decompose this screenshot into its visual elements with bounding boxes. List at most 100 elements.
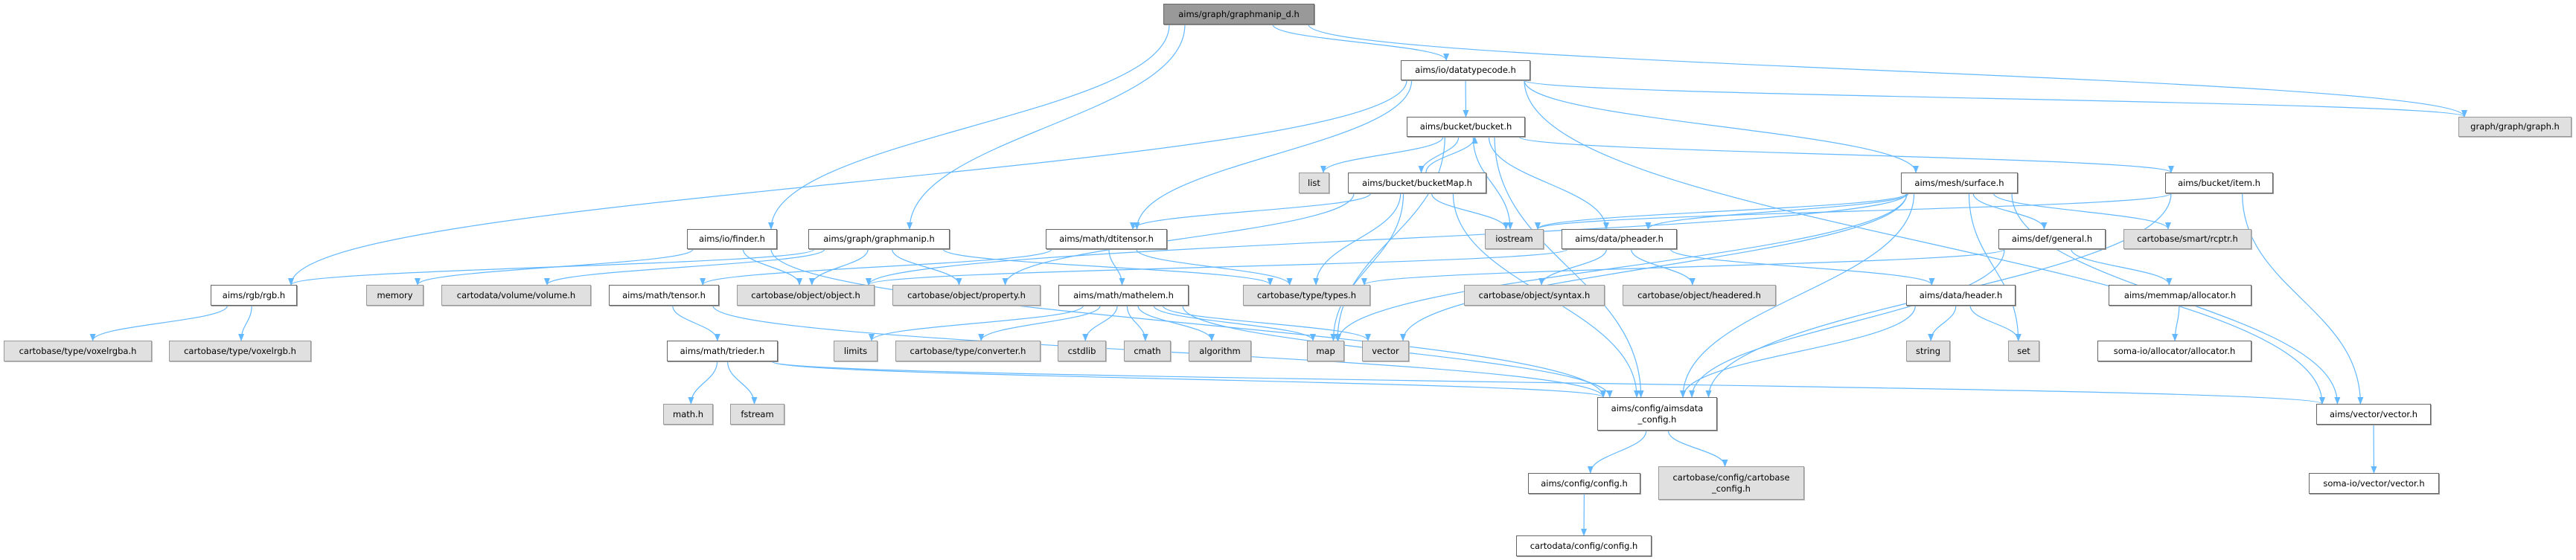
edge-trieder-to-vectorh: [771, 361, 2325, 405]
edge-bucketMap-to-property: [1002, 193, 1355, 286]
graph-node-rcptr: cartobase/smart/rcptr.h: [2123, 229, 2251, 249]
graph-node-item[interactable]: aims/bucket/item.h: [2165, 173, 2273, 193]
edge-bucketMap-to-dtitensor: [1130, 193, 1371, 230]
graph-node-voxelrgb: cartobase/type/voxelrgb.h: [169, 341, 311, 361]
edge-bucket-to-aimsdata_config: [1494, 136, 1644, 398]
edge-general-to-types: [1361, 248, 2005, 286]
graph-node-vectorh[interactable]: aims/vector/vector.h: [2316, 404, 2431, 425]
edge-datatypecode-to-vectorh: [1524, 80, 2325, 405]
edge-surface-to-aimsdata_config: [1680, 193, 1915, 398]
edge-datatypecode-to-graph: [1524, 80, 2467, 118]
graph-node-config[interactable]: aims/config/config.h: [1528, 473, 1640, 494]
graph-node-rgb[interactable]: aims/rgb/rgb.h: [211, 285, 297, 306]
edge-pheader-to-object: [866, 248, 1568, 286]
edge-general-to-allocator: [2071, 248, 2173, 286]
graph-node-datatypecode[interactable]: aims/io/datatypecode.h: [1401, 60, 1530, 80]
edge-mathelem-to-cmath: [1126, 305, 1148, 341]
edge-aimsdata_config-to-config: [1587, 430, 1647, 474]
graph-node-mathelem[interactable]: aims/math/mathelem.h: [1058, 285, 1189, 306]
graph-node-cartodata_config[interactable]: cartodata/config/config.h: [1516, 535, 1652, 556]
graph-node-tensor[interactable]: aims/math/tensor.h: [609, 285, 719, 306]
graph-node-cstdlib: cstdlib: [1058, 341, 1106, 361]
edge-surface-to-general: [1972, 193, 2048, 230]
edge-graphmanip-to-rgb: [288, 248, 815, 286]
edge-rgb-to-voxelrgb: [238, 305, 252, 341]
graph-node-somaalloc[interactable]: soma-io/allocator/allocator.h: [2097, 341, 2251, 361]
edge-dtitensor-to-mathelem: [1108, 248, 1125, 286]
edge-graphmanip-to-volume: [544, 248, 825, 286]
graph-node-string: string: [1906, 341, 1950, 361]
graph-node-graphmanip[interactable]: aims/graph/graphmanip.h: [808, 229, 950, 249]
graph-node-converter: cartobase/type/converter.h: [895, 341, 1041, 361]
edge-surface-to-object: [866, 193, 1908, 286]
graph-node-trieder[interactable]: aims/math/trieder.h: [667, 341, 778, 361]
edge-trieder-to-mathh: [688, 361, 718, 405]
edge-pheader-to-syntax: [1538, 248, 1607, 286]
graph-node-memory: memory: [366, 285, 424, 306]
graph-node-graph: graph/graph/graph.h: [2458, 117, 2572, 137]
edge-mathelem-to-converter: [978, 305, 1101, 341]
edge-item-to-iostream: [1535, 193, 2172, 230]
graph-node-cmath: cmath: [1124, 341, 1171, 361]
edge-pheader-to-headered: [1631, 248, 1696, 286]
edge-pheader-to-header: [1669, 248, 1935, 286]
edge-bucketMap-to-bucket: [1425, 136, 1478, 173]
graph-node-aimsdata_config[interactable]: aims/config/aimsdata _config.h: [1597, 397, 1717, 431]
graph-node-property: cartobase/object/property.h: [892, 285, 1041, 306]
edge-bucketMap-to-types: [1313, 193, 1402, 286]
edge-surface-to-map: [1335, 193, 1908, 341]
edge-bucket-to-bucketMap: [1418, 136, 1460, 173]
edge-bucket-to-list: [1320, 136, 1444, 173]
graph-node-surface[interactable]: aims/mesh/surface.h: [1901, 173, 2018, 193]
graph-node-fstream: fstream: [730, 404, 784, 425]
graph-node-header[interactable]: aims/data/header.h: [1906, 285, 2016, 306]
graph-node-somavector[interactable]: soma-io/vector/vector.h: [2309, 473, 2439, 494]
edge-datatypecode-to-rgb: [288, 80, 1407, 286]
edge-finder-to-aimsdata_config: [770, 248, 1606, 398]
edge-dtitensor-to-tensor: [700, 248, 1052, 286]
graph-node-volume: cartodata/volume/volume.h: [441, 285, 591, 306]
graph-node-limits: limits: [834, 341, 878, 361]
edge-mathelem-to-cstdlib: [1082, 305, 1118, 341]
edge-mathelem-to-vector: [1162, 305, 1371, 341]
edge-bucket-to-item: [1518, 136, 2174, 173]
graph-node-allocator[interactable]: aims/memmap/allocator.h: [2109, 285, 2251, 306]
edge-datatypecode-to-dtitensor: [1134, 80, 1413, 230]
graph-node-general[interactable]: aims/def/general.h: [1998, 229, 2106, 249]
edge-header-to-aimsdata_config: [1680, 305, 1916, 398]
graph-node-bucketMap[interactable]: aims/bucket/bucketMap.h: [1348, 173, 1486, 193]
graph-node-set: set: [2008, 341, 2039, 361]
edge-mathelem-to-map: [1153, 305, 1316, 341]
edge-graphmanip-to-types: [942, 248, 1273, 286]
edge-item-to-vectorh: [2242, 193, 2364, 405]
edge-mathelem-to-algorithm: [1137, 305, 1215, 341]
edge-surface-to-set: [1968, 193, 2022, 341]
edge-graphmanip-to-object: [808, 248, 869, 286]
graph-node-syntax: cartobase/object/syntax.h: [1464, 285, 1605, 306]
graph-node-headered: cartobase/object/headered.h: [1623, 285, 1776, 306]
edge-graphmanip_d-to-graphmanip: [907, 24, 1186, 230]
graph-node-pheader[interactable]: aims/data/pheader.h: [1562, 229, 1677, 249]
edge-surface-to-vector: [1400, 193, 1908, 341]
edge-graphmanip_d-to-graph: [1308, 24, 2467, 118]
graph-node-bucket[interactable]: aims/bucket/bucket.h: [1407, 117, 1525, 137]
edge-mathelem-to-limits: [869, 305, 1084, 341]
edge-bucketMap-to-map: [1330, 193, 1404, 341]
graph-node-types: cartobase/type/types.h: [1243, 285, 1370, 306]
graph-node-object: cartobase/object/object.h: [737, 285, 875, 306]
edge-general-to-aimsdata_config: [1689, 248, 2005, 398]
edge-surface-to-iostream: [1535, 193, 1908, 230]
edge-bucket-to-iostream: [1472, 136, 1513, 230]
edge-graphmanip_d-to-datatypecode: [1272, 24, 1450, 61]
edge-header-to-string: [1928, 305, 1957, 341]
graph-node-graphmanip_d: aims/graph/graphmanip_d.h: [1163, 4, 1314, 25]
graph-node-dtitensor[interactable]: aims/math/dtitensor.h: [1046, 229, 1167, 249]
graph-node-finder[interactable]: aims/io/finder.h: [687, 229, 777, 249]
edge-finder-to-object: [742, 248, 803, 286]
graph-node-list: list: [1299, 173, 1329, 193]
edge-allocator-to-somaalloc: [2172, 305, 2180, 341]
edge-header-to-set: [1969, 305, 2022, 341]
graph-node-map: map: [1307, 341, 1344, 361]
edge-trieder-to-aimsdata_config: [771, 361, 1606, 398]
